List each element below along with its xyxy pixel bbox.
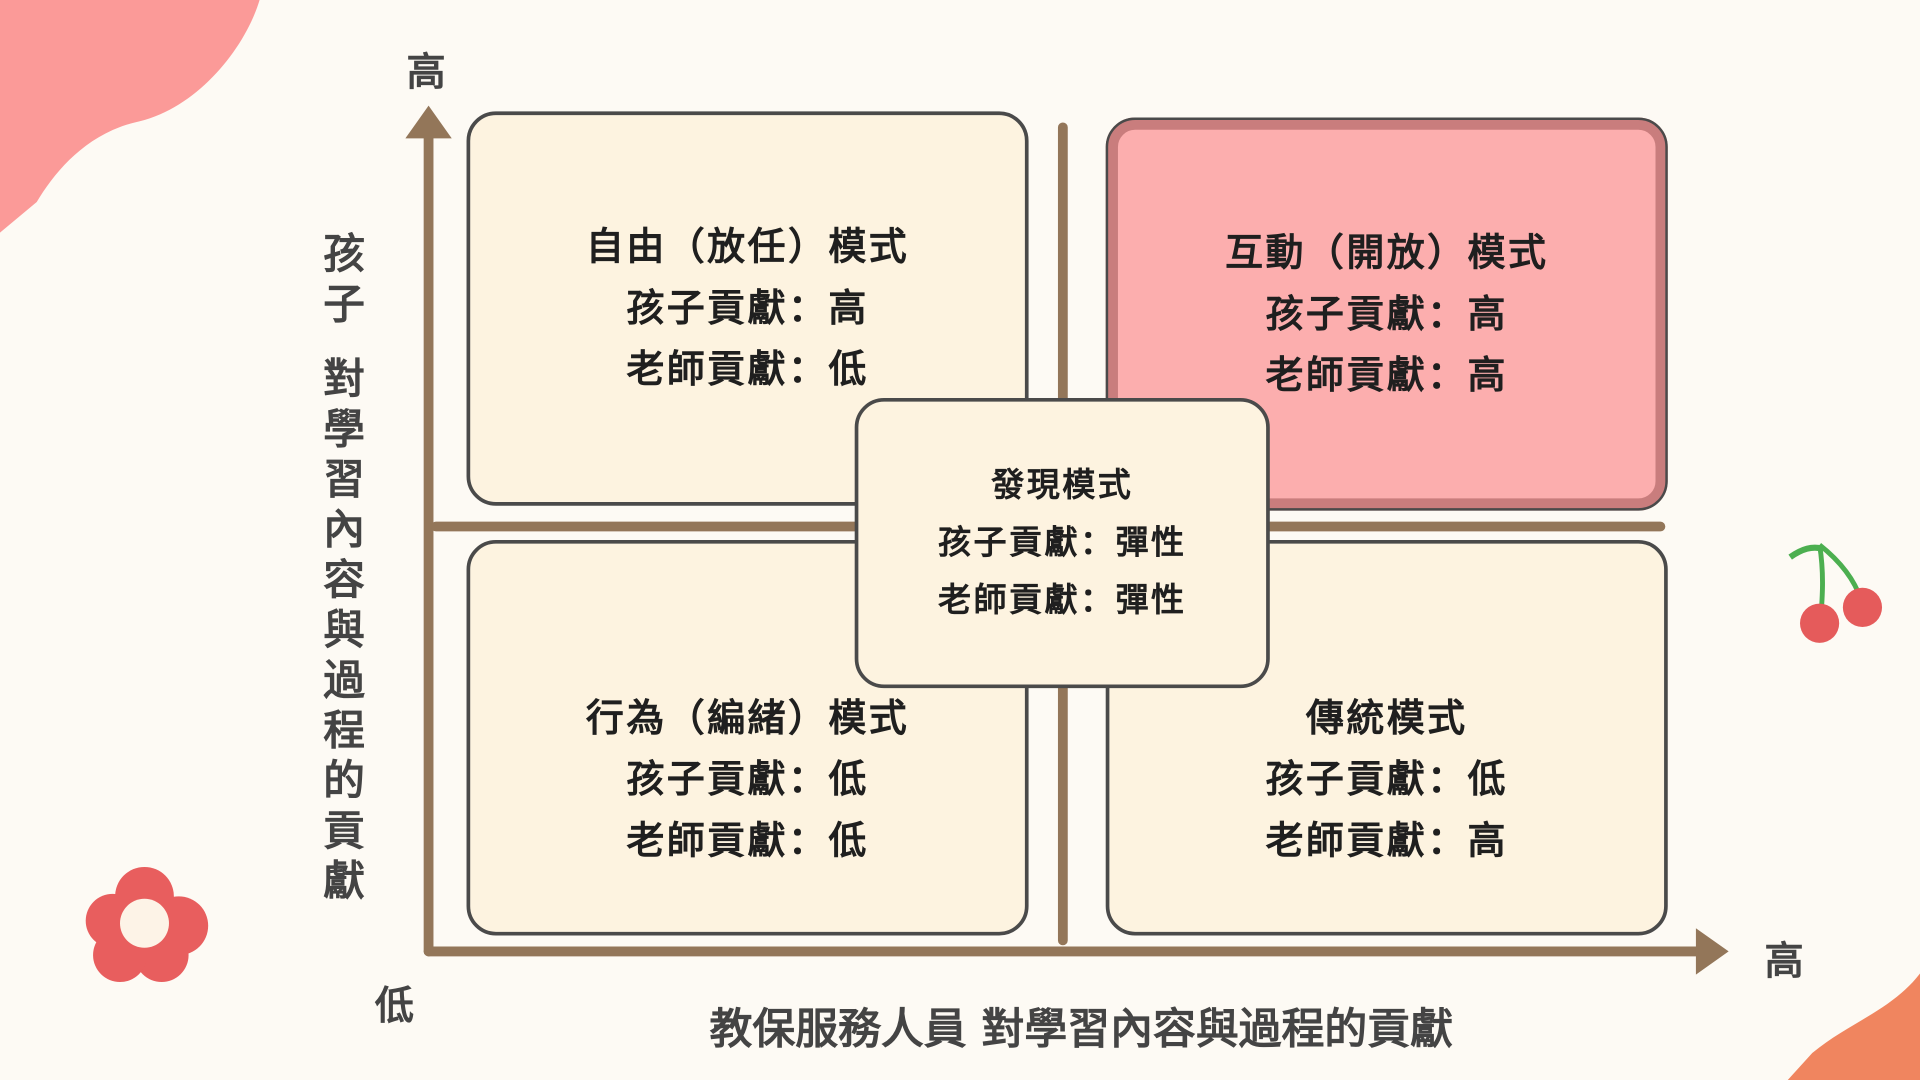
child-contribution: 孩子貢獻：高 [626,286,869,331]
mode-title: 傳統模式 [1305,696,1468,741]
mode-title: 發現模式 [991,466,1134,505]
corner-blob-bottom-right [1787,973,1920,1080]
x-axis-title: 教保服務人員 對學習內容與過程的貢獻 [709,1005,1453,1055]
corner-blob-top-left [0,0,260,233]
mode-title: 行為（編緒）模式 [585,696,910,741]
quadrant-top-left: 自由（放任）模式 孩子貢獻：高 老師貢獻：低 [466,111,1029,506]
mode-title: 自由（放任）模式 [585,225,910,270]
child-contribution: 孩子貢獻：低 [1265,757,1508,803]
quadrant-top-right: 互動（開放）模式 孩子貢獻：高 老師貢獻：高 [1105,117,1668,511]
cherry-icon [1788,542,1883,643]
teacher-contribution: 老師貢獻：高 [1265,353,1508,398]
y-axis-high-label: 高 [406,48,446,96]
child-contribution: 孩子貢獻：低 [626,757,869,803]
x-axis-high-label: 高 [1764,937,1804,985]
flower-icon [85,866,209,983]
teacher-contribution: 老師貢獻：低 [626,347,869,392]
y-axis-title-part2: 對學習內容與過程的貢獻 [323,355,365,907]
y-axis-arrow [405,105,452,139]
y-axis-title-part1: 孩子 [323,230,365,330]
mode-title: 互動（開放）模式 [1225,230,1549,275]
child-contribution: 孩子貢獻：彈性 [937,524,1187,563]
x-axis-arrow [1695,928,1729,975]
teacher-contribution: 老師貢獻：高 [1265,819,1508,864]
teacher-contribution: 老師貢獻：低 [626,819,869,864]
child-contribution: 孩子貢獻：高 [1265,292,1508,337]
origin-low-label: 低 [374,982,414,1029]
quadrant-center: 發現模式 孩子貢獻：彈性 老師貢獻：彈性 [854,397,1270,689]
teacher-contribution: 老師貢獻：彈性 [937,581,1187,620]
